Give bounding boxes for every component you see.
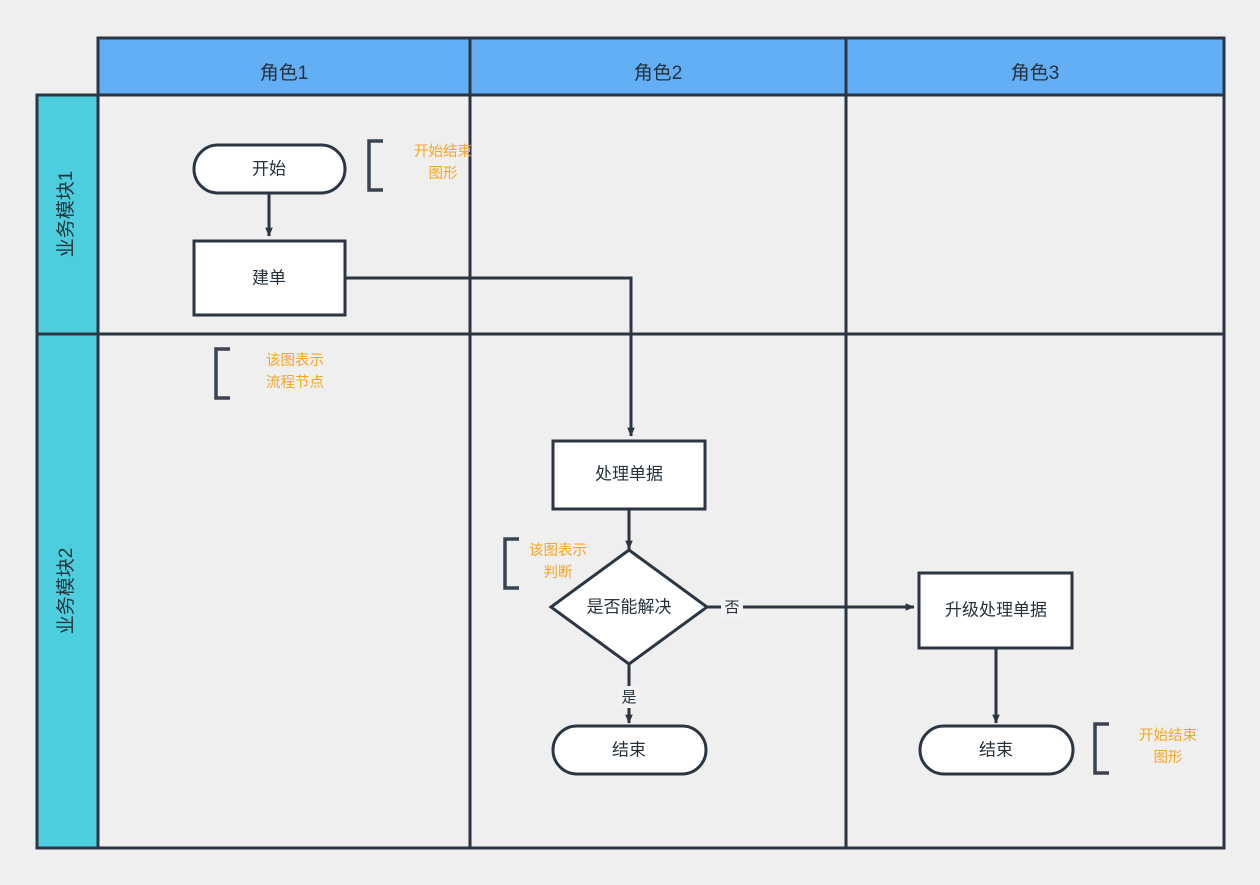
node-handle-order[interactable]: 处理单据 <box>551 439 707 511</box>
node-end-middle-label: 结束 <box>612 740 646 759</box>
node-decision-resolvable[interactable]: 是否能解决 <box>548 548 710 666</box>
node-create-order[interactable]: 建单 <box>192 239 347 317</box>
annotation-terminator-bottom-line-1: 开始结束 <box>1139 727 1197 744</box>
annotation-process-node: 该图表示 流程节点 <box>214 347 324 400</box>
column-header-cell-2 <box>468 36 848 97</box>
edge-label-yes: 是 <box>621 689 636 706</box>
annotation-decision: 该图表示 判断 <box>503 537 587 590</box>
row-header-label-1: 业务模块1 <box>55 171 77 258</box>
node-start[interactable]: 开始 <box>192 143 347 195</box>
column-header-cell-1 <box>96 36 472 97</box>
column-header-label-3: 角色3 <box>1011 62 1060 84</box>
edge-label-no: 否 <box>724 599 739 616</box>
row-header-label-2: 业务模块2 <box>55 548 77 635</box>
annotation-terminator-top-line-2: 图形 <box>429 165 458 182</box>
annotation-bracket-icon <box>503 537 519 590</box>
lane-cell-r2c1 <box>96 332 472 850</box>
edge-label-yes-bg <box>618 686 640 708</box>
annotation-bracket-icon <box>367 139 383 192</box>
node-decision-resolvable-shape <box>548 548 710 666</box>
edge-create-to-process <box>345 276 635 437</box>
node-handle-order-label: 处理单据 <box>595 464 663 483</box>
edge-label-no-bg <box>721 596 743 618</box>
node-escalate-order-shape <box>917 571 1074 650</box>
row-header-cell-2 <box>35 332 100 850</box>
column-header-label-1: 角色1 <box>260 62 309 84</box>
annotation-terminator-bottom-line-2: 图形 <box>1154 749 1183 766</box>
node-create-order-label: 建单 <box>252 268 286 287</box>
annotation-terminator-top-line-1: 开始结束 <box>414 143 472 160</box>
node-escalate-order[interactable]: 升级处理单据 <box>917 571 1074 650</box>
lane-cell-r1c3 <box>844 93 1226 336</box>
node-escalate-order-label: 升级处理单据 <box>945 600 1047 619</box>
node-end-right[interactable]: 结束 <box>918 724 1075 776</box>
node-end-middle-shape <box>551 724 708 776</box>
annotation-bracket-icon <box>214 347 230 400</box>
node-start-label: 开始 <box>252 159 286 178</box>
annotation-process-node-line-2: 流程节点 <box>266 374 324 391</box>
annotation-bracket-icon <box>1093 722 1109 775</box>
node-decision-resolvable-label: 是否能解决 <box>587 597 672 616</box>
column-header-label-2: 角色2 <box>634 62 683 84</box>
annotation-terminator-bottom: 开始结束 图形 <box>1093 722 1197 775</box>
node-create-order-shape <box>192 239 347 317</box>
node-start-shape <box>192 143 347 195</box>
annotation-process-node-line-1: 该图表示 <box>266 352 324 369</box>
annotation-decision-line-2: 判断 <box>544 564 573 581</box>
node-handle-order-shape <box>551 439 707 511</box>
annotation-terminator-top: 开始结束 图形 <box>367 139 472 192</box>
edge-labels: 是 否 <box>618 596 743 708</box>
lane-cell-r1c2 <box>468 93 848 336</box>
node-end-right-shape <box>918 724 1075 776</box>
node-end-middle[interactable]: 结束 <box>551 724 708 776</box>
node-end-right-label: 结束 <box>979 740 1013 759</box>
annotation-decision-line-1: 该图表示 <box>529 542 587 559</box>
